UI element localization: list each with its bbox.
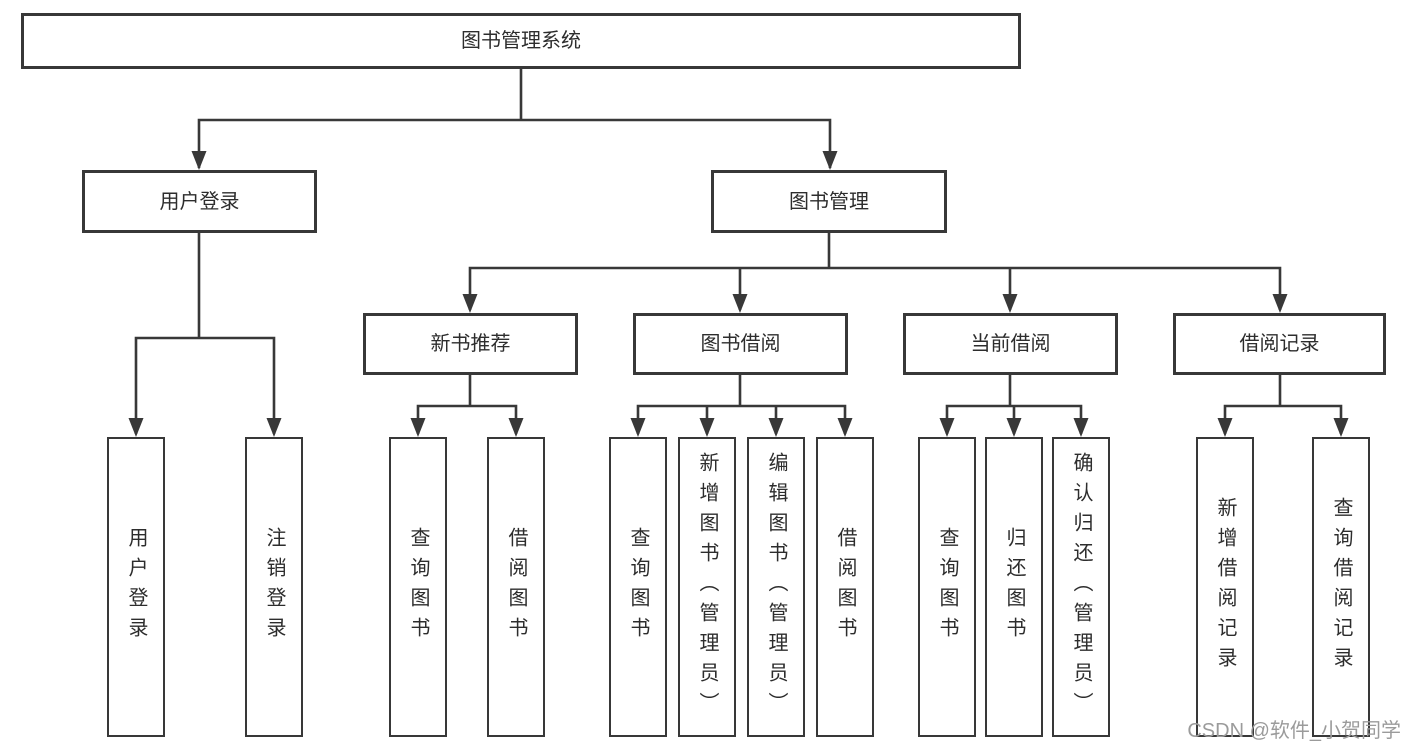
- node-label: 确认归还（管理员）: [1070, 452, 1092, 722]
- node-label: 图书管理: [789, 190, 869, 213]
- node-book-borrowing: 图书借阅: [633, 313, 848, 375]
- node-label: 新增图书（管理员）: [696, 452, 718, 722]
- node-label: 查询图书: [627, 527, 649, 647]
- connector-user-login-to-leaves: [134, 232, 276, 434]
- node-label: 图书借阅: [700, 333, 781, 355]
- leaf-query-books-current: 查询图书: [918, 437, 976, 737]
- node-label: 图书管理系统: [461, 30, 581, 52]
- connector-book-management-to-level3: [468, 232, 1282, 310]
- node-label: 新增借阅记录: [1214, 497, 1236, 677]
- node-label: 注销登录: [263, 527, 285, 647]
- leaf-add-book-admin: 新增图书（管理员）: [678, 437, 736, 737]
- node-label: 借阅图书: [505, 527, 527, 647]
- node-label: 归还图书: [1003, 527, 1025, 647]
- connector-new-book-to-leaves: [416, 374, 518, 434]
- node-library-management-system: 图书管理系统: [21, 13, 1021, 69]
- leaf-query-books-borrowing: 查询图书: [609, 437, 667, 737]
- leaf-return-books: 归还图书: [985, 437, 1043, 737]
- leaf-query-books-recommend: 查询图书: [389, 437, 447, 737]
- leaf-confirm-return-admin: 确认归还（管理员）: [1052, 437, 1110, 737]
- leaf-query-borrow-record: 查询借阅记录: [1312, 437, 1370, 737]
- leaf-edit-book-admin: 编辑图书（管理员）: [747, 437, 805, 737]
- node-label: 借阅记录: [1239, 333, 1320, 355]
- node-label: 查询图书: [407, 527, 429, 647]
- node-label: 查询借阅记录: [1330, 497, 1352, 677]
- node-label: 查询图书: [936, 527, 958, 647]
- node-book-management: 图书管理: [711, 170, 947, 233]
- node-user-login: 用户登录: [82, 170, 317, 233]
- leaf-borrow-books: 借阅图书: [816, 437, 874, 737]
- connector-borrow-records-to-leaves: [1223, 374, 1343, 434]
- leaf-borrow-books-recommend: 借阅图书: [487, 437, 545, 737]
- leaf-add-borrow-record: 新增借阅记录: [1196, 437, 1254, 737]
- node-label: 编辑图书（管理员）: [765, 452, 787, 722]
- node-current-borrowing: 当前借阅: [903, 313, 1118, 375]
- node-label: 用户登录: [125, 527, 147, 647]
- node-label: 借阅图书: [834, 527, 856, 647]
- leaf-user-login: 用户登录: [107, 437, 165, 737]
- node-label: 当前借阅: [970, 333, 1051, 355]
- node-label: 新书推荐: [430, 333, 511, 355]
- connector-root-to-level2: [197, 67, 832, 168]
- node-new-book-recommendation: 新书推荐: [363, 313, 578, 375]
- connector-book-borrowing-to-leaves: [636, 374, 847, 434]
- csdn-watermark: CSDN @软件_小贺同学: [1187, 720, 1401, 742]
- node-borrowing-records: 借阅记录: [1173, 313, 1386, 375]
- leaf-logout: 注销登录: [245, 437, 303, 737]
- node-label: 用户登录: [159, 190, 240, 213]
